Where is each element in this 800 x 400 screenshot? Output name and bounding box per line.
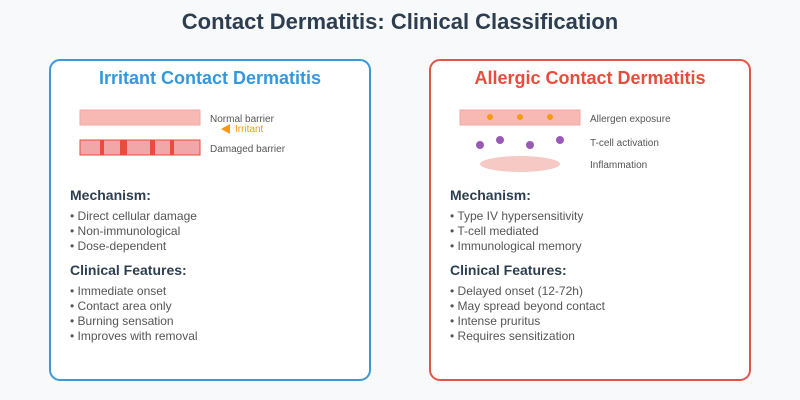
list-item: • Requires sensitization bbox=[450, 329, 575, 343]
irritant-title: Irritant Contact Dermatitis bbox=[99, 68, 321, 88]
irritant-features-heading: Clinical Features: bbox=[70, 262, 187, 278]
irritant-mechanism-heading: Mechanism: bbox=[70, 187, 151, 203]
inflammation-ellipse bbox=[480, 156, 560, 172]
list-item: • Dose-dependent bbox=[70, 239, 167, 253]
irritant-arrow-icon bbox=[221, 124, 230, 134]
irritant-card: Irritant Contact Dermatitis Normal barri… bbox=[49, 59, 371, 381]
irritant-label: Irritant bbox=[235, 124, 264, 135]
t-cell-dot bbox=[496, 136, 504, 144]
t-cell-dot bbox=[476, 141, 484, 149]
allergen-dot bbox=[517, 114, 523, 120]
list-item: • Contact area only bbox=[70, 299, 172, 313]
normal-barrier-label: Normal barrier bbox=[210, 114, 275, 125]
list-item: • May spread beyond contact bbox=[450, 299, 606, 313]
t-cell-dot bbox=[526, 141, 534, 149]
allergic-title: Allergic Contact Dermatitis bbox=[474, 68, 705, 88]
allergic-mechanism-heading: Mechanism: bbox=[450, 187, 531, 203]
list-item: • Delayed onset (12-72h) bbox=[450, 284, 583, 298]
list-item: • Burning sensation bbox=[70, 314, 174, 328]
list-item: • Immunological memory bbox=[450, 239, 582, 253]
list-item: • Intense pruritus bbox=[450, 314, 540, 328]
list-item: • Direct cellular damage bbox=[70, 209, 197, 223]
list-item: • Immediate onset bbox=[70, 284, 167, 298]
t-cell-label: T-cell activation bbox=[590, 138, 659, 149]
inflammation-label: Inflammation bbox=[590, 160, 647, 171]
page-title: Contact Dermatitis: Clinical Classificat… bbox=[182, 9, 618, 34]
normal-barrier bbox=[79, 109, 201, 126]
damaged-barrier-label: Damaged barrier bbox=[210, 144, 286, 155]
list-item: • Improves with removal bbox=[70, 329, 198, 343]
allergic-card: Allergic Contact Dermatitis Allergen exp… bbox=[429, 59, 751, 381]
allergen-dot bbox=[487, 114, 493, 120]
list-item: • Non-immunological bbox=[70, 224, 180, 238]
allergen-exposure-label: Allergen exposure bbox=[590, 114, 671, 125]
allergic-features-heading: Clinical Features: bbox=[450, 262, 567, 278]
allergen-dot bbox=[547, 114, 553, 120]
list-item: • Type IV hypersensitivity bbox=[450, 209, 583, 223]
t-cell-dot bbox=[556, 136, 564, 144]
allergic-card-border bbox=[429, 59, 751, 381]
list-item: • T-cell mediated bbox=[450, 224, 539, 238]
damaged-barrier bbox=[79, 139, 201, 156]
